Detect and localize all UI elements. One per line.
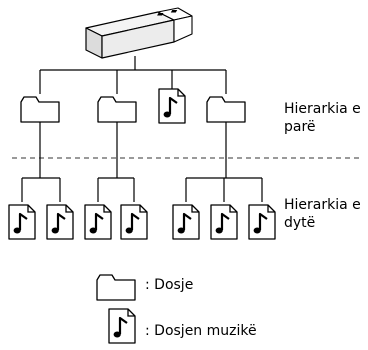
- usb-drive-icon: [85, 7, 193, 59]
- folder-icon: [20, 96, 60, 123]
- level1-label: Hierarkia e parë: [284, 100, 361, 136]
- level2-label-line2: dytë: [284, 215, 316, 231]
- music-file-icon: [171, 203, 201, 241]
- legend-folder-label: : Dosje: [145, 277, 194, 293]
- music-file-icon: [7, 203, 37, 241]
- folder-icon: [206, 96, 246, 123]
- folder-icon: [97, 96, 137, 123]
- music-file-icon: [83, 203, 113, 241]
- music-file-icon: [209, 203, 239, 241]
- music-file-icon: [157, 87, 187, 125]
- music-file-icon: [119, 203, 149, 241]
- legend-folder-icon: [96, 274, 136, 301]
- level1-label-line2: parë: [284, 119, 316, 135]
- legend-music-file-icon: [107, 307, 137, 345]
- tree-lines-level2: [21, 122, 263, 202]
- legend-music-label: : Dosjen muzikë: [145, 323, 257, 339]
- music-file-icon: [45, 203, 75, 241]
- level2-label: Hierarkia e dytë: [284, 196, 361, 232]
- level1-label-line1: Hierarkia e: [284, 101, 361, 117]
- tree-lines-level1: [39, 56, 227, 94]
- level2-label-line1: Hierarkia e: [284, 197, 361, 213]
- music-file-icon: [247, 203, 277, 241]
